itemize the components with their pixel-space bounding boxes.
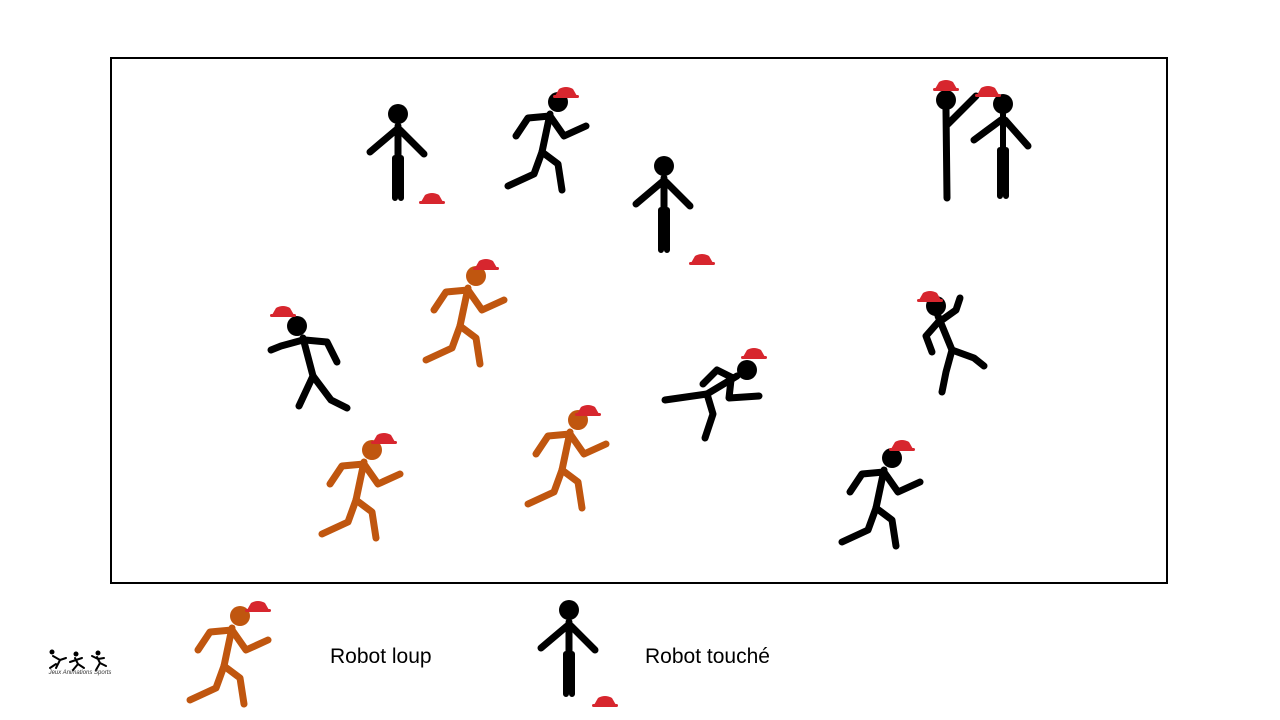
wolf-robot: [322, 433, 400, 538]
black-runner: [665, 348, 767, 438]
black-runner: [842, 440, 920, 546]
logo-text: Jeux Animations Sports: [48, 670, 112, 676]
legend-touched-icon: [541, 600, 618, 707]
touched-robot: [370, 104, 445, 204]
touched-robot-pair: [933, 80, 1032, 202]
wolf-robot: [426, 259, 504, 364]
running-figures-logo-icon: [49, 649, 107, 671]
legend-wolf-label: Robot loup: [330, 645, 432, 668]
legend-wolf-icon: [190, 601, 271, 704]
touched-robot: [636, 156, 715, 265]
black-runner: [508, 87, 586, 190]
playing-field: [110, 57, 1168, 584]
black-runner: [917, 291, 984, 392]
legend-touched-label: Robot touché: [645, 645, 770, 668]
black-runner: [270, 306, 347, 408]
wolf-robot: [528, 405, 606, 508]
